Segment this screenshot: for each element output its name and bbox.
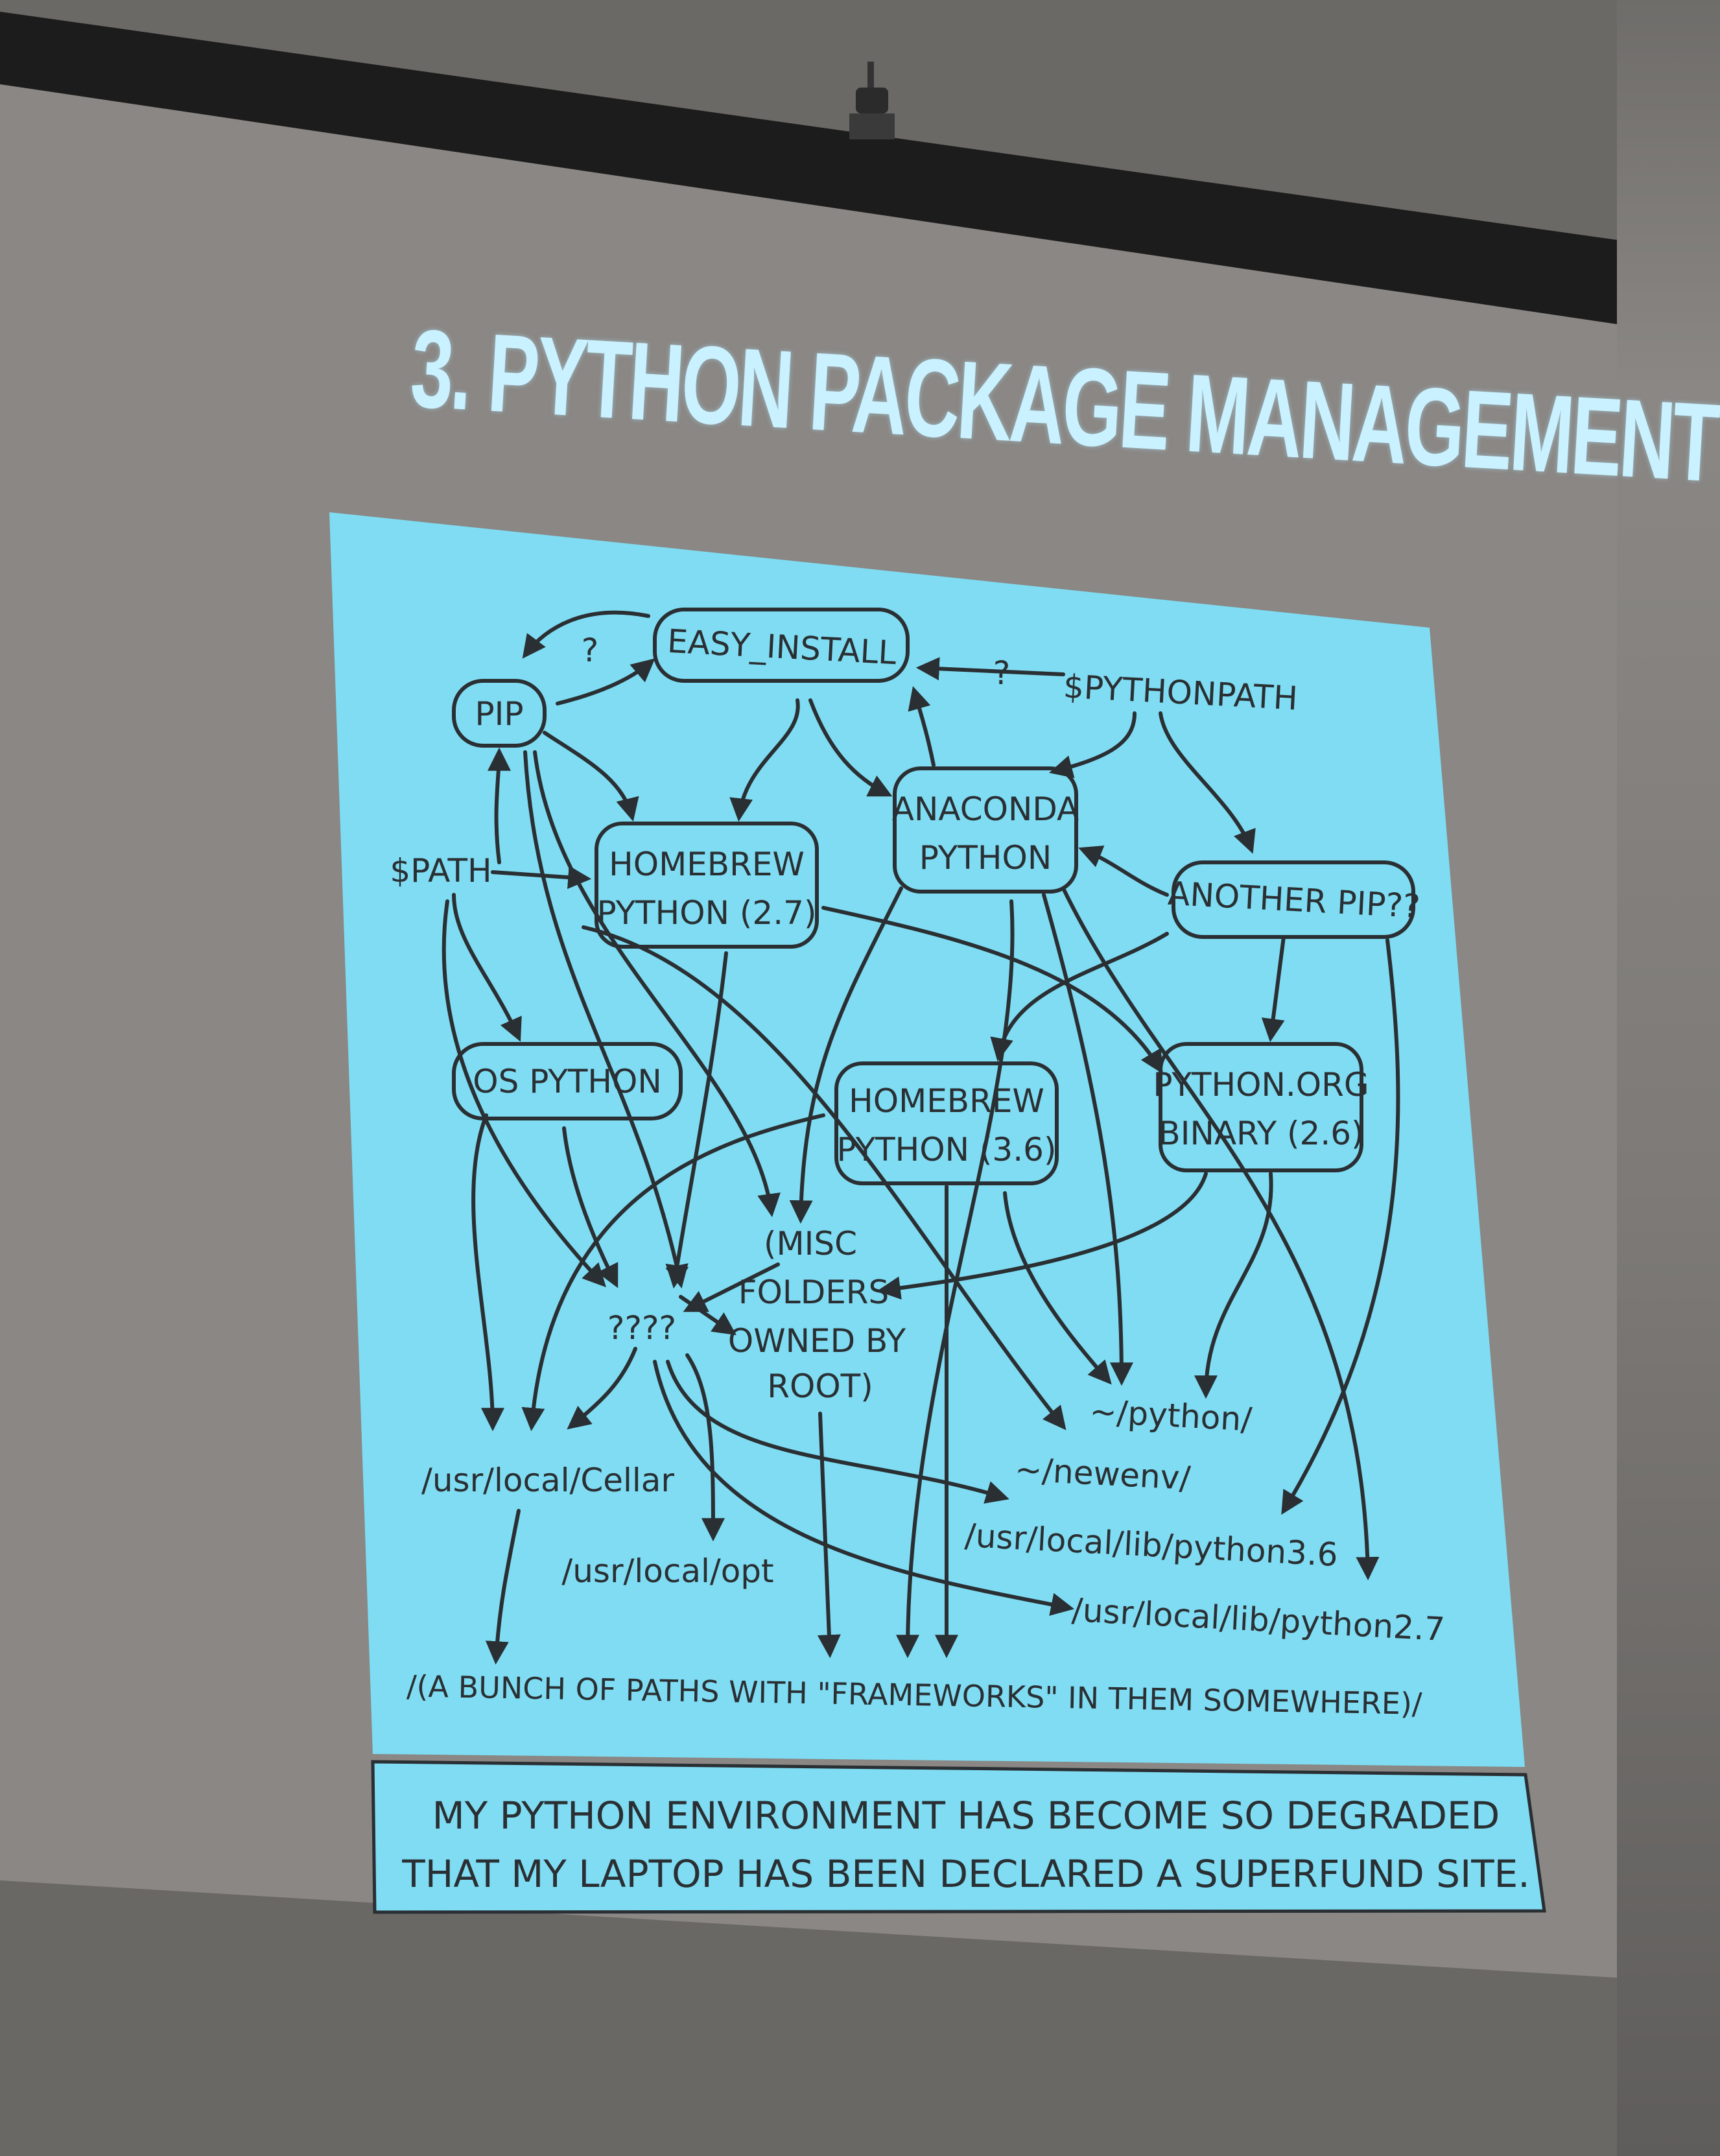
edge xyxy=(1261,935,1286,1043)
node-misc-line3: OWNED BY xyxy=(728,1322,906,1360)
edge xyxy=(685,1353,725,1542)
edge xyxy=(789,886,903,1224)
node-misc-line2: FOLDERS xyxy=(738,1273,889,1311)
edge xyxy=(1049,711,1137,778)
node-box-anaconda xyxy=(893,766,1078,894)
edge xyxy=(683,1262,780,1312)
edge xyxy=(1003,1191,1112,1385)
node-box-homebrew36 xyxy=(834,1061,1059,1185)
edge xyxy=(582,925,1066,1430)
caption-line-1: MY PYTHON ENVIRONMENT HAS BECOME SO DEGR… xyxy=(432,1794,1500,1838)
edge xyxy=(523,750,689,1289)
node-box-easy-install xyxy=(653,608,910,683)
node-homebrew27-line2: PYTHON (2.7) xyxy=(597,894,817,932)
node-anaconda-line2: PYTHON xyxy=(919,839,1052,877)
edge xyxy=(666,1360,1009,1504)
node-misc-line1: (MISC xyxy=(764,1225,857,1262)
edge xyxy=(567,1347,637,1430)
edge xyxy=(653,1360,1075,1617)
node-pythonorg-line2: BINARY (2.6) xyxy=(1158,1115,1363,1152)
edge xyxy=(1078,845,1169,897)
edge xyxy=(908,686,936,767)
question-mark-2: ? xyxy=(993,654,1011,692)
node-box-os-python xyxy=(452,1042,683,1120)
edge xyxy=(452,893,522,1042)
node-home-newenv: ~/newenv/ xyxy=(1014,1451,1192,1497)
edge xyxy=(1194,1172,1273,1399)
edge xyxy=(471,1113,504,1432)
edge xyxy=(485,1509,521,1665)
node-pythonorg-line1: PYTHON.ORG xyxy=(1153,1066,1369,1104)
node-box-homebrew27 xyxy=(595,822,819,949)
projector-hook-icon xyxy=(849,62,895,139)
comic-panel xyxy=(329,512,1525,1767)
node-unknown: ???? xyxy=(607,1309,676,1347)
edge xyxy=(808,698,893,797)
node-box-pythonorg xyxy=(1159,1042,1363,1172)
node-homebrew36-line2: PYTHON (3.6) xyxy=(837,1131,1057,1168)
screen-top-bar xyxy=(0,12,1617,324)
edge xyxy=(1042,893,1133,1386)
edge xyxy=(1159,711,1256,854)
edge xyxy=(491,866,592,889)
edge xyxy=(729,698,800,822)
node-box-another-pip xyxy=(1172,860,1415,939)
edge xyxy=(1061,886,1380,1581)
question-mark-1: ? xyxy=(582,632,599,669)
node-cellar: /usr/local/Cellar xyxy=(421,1462,674,1499)
edge xyxy=(562,1126,618,1288)
caption-panel xyxy=(371,1760,1546,1914)
node-os-python: OS PYTHON xyxy=(473,1063,661,1100)
node-misc-line4: ROOT) xyxy=(767,1368,873,1405)
edge xyxy=(821,906,1163,1074)
node-homebrew27-line1: HOMEBREW xyxy=(609,846,805,883)
edge xyxy=(556,658,655,705)
edge xyxy=(665,951,728,1289)
edge xyxy=(1281,938,1400,1515)
xkcd-comic-diagram: EASY_INSTALL PIP ? ? $PYTHONPATH $PATH H… xyxy=(329,512,1546,1914)
node-box-pip xyxy=(452,679,547,748)
edge xyxy=(817,1412,841,1659)
edge xyxy=(442,899,606,1288)
node-opt: /usr/local/opt xyxy=(561,1552,773,1590)
node-home-python: ~/python/ xyxy=(1089,1393,1253,1439)
edge xyxy=(487,747,511,864)
edge xyxy=(522,610,650,659)
edge xyxy=(533,750,781,1218)
edge xyxy=(543,731,639,822)
edge xyxy=(896,899,1015,1659)
node-homebrew36-line1: HOMEBREW xyxy=(849,1082,1044,1120)
node-anaconda-line1: ANACONDA xyxy=(892,790,1079,828)
edge xyxy=(521,1113,825,1432)
node-path: $PATH xyxy=(390,852,491,890)
edge xyxy=(915,657,1065,681)
node-pip: PIP xyxy=(475,695,523,733)
caption-line-2: THAT MY LAPTOP HAS BEEN DECLARED A SUPER… xyxy=(401,1852,1529,1896)
